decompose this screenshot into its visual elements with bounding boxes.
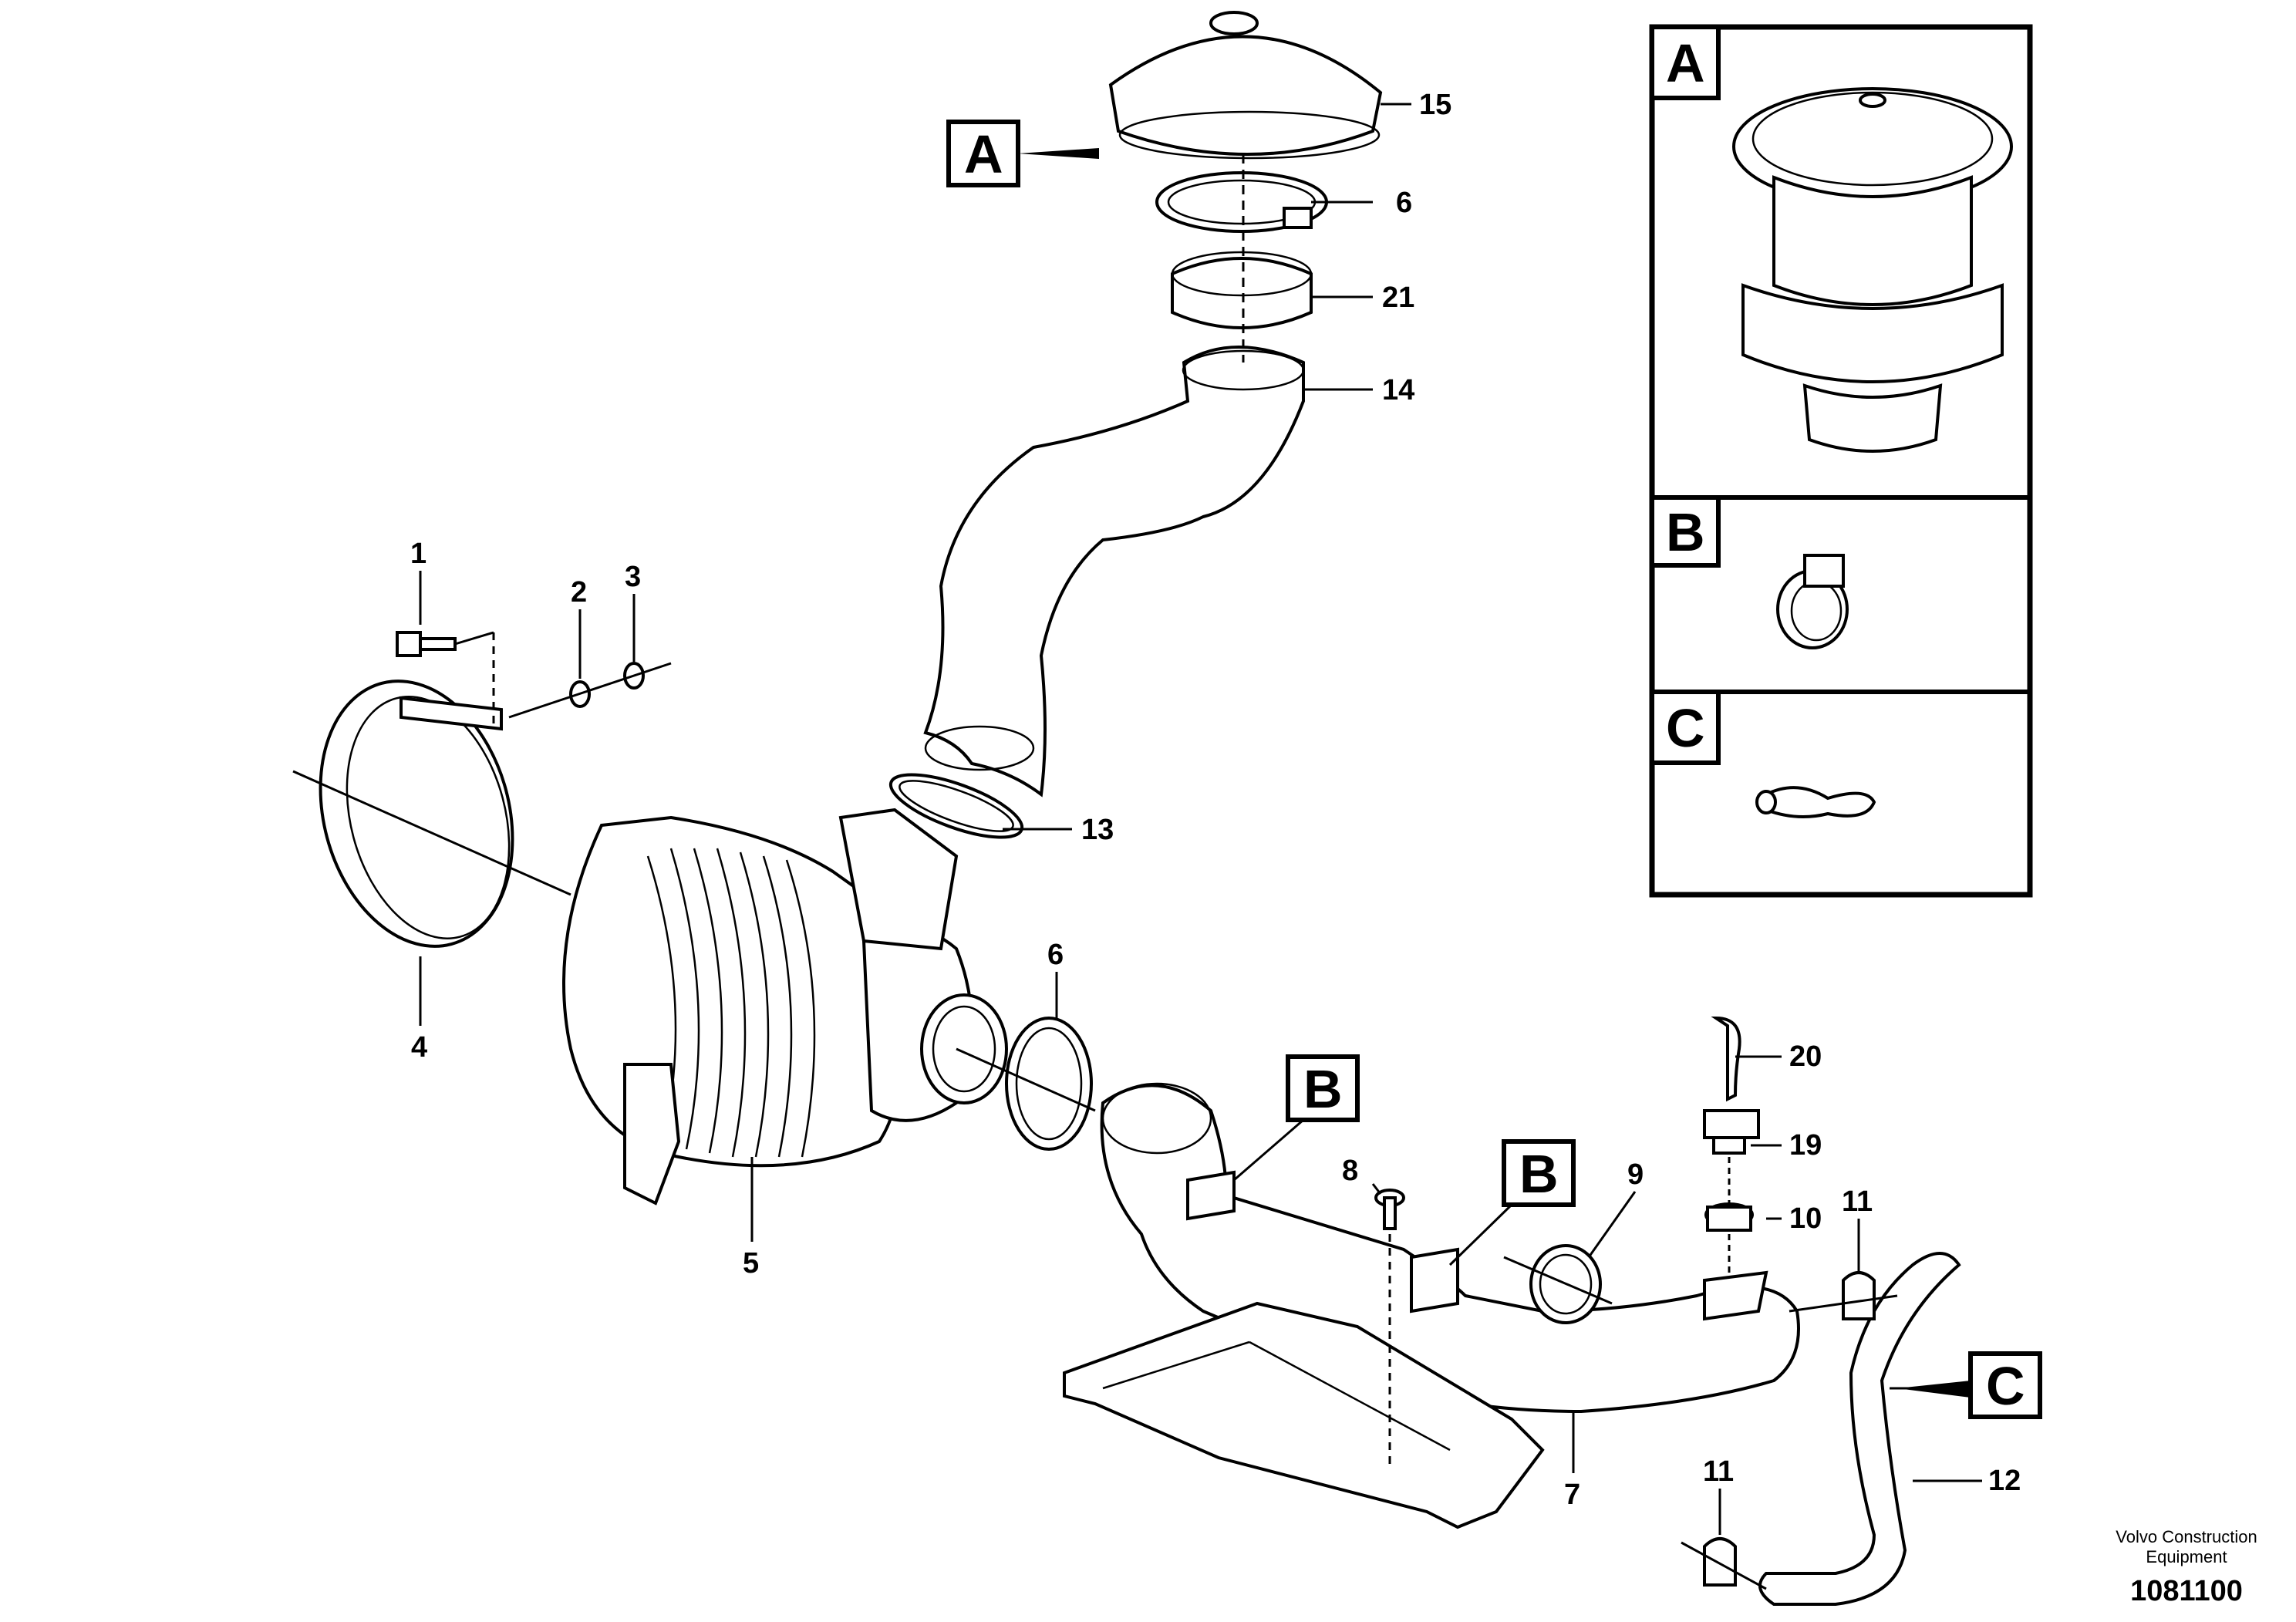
inset-b-label: B (1650, 495, 1721, 568)
bolt-1-part (396, 631, 457, 657)
callout-19: 19 (1789, 1129, 1822, 1162)
callout-2: 2 (571, 576, 587, 609)
callout-20: 20 (1789, 1040, 1822, 1073)
hose-clamp-mid-part (1005, 1017, 1093, 1151)
callout-21: 21 (1382, 282, 1414, 314)
svg-text:B: B (1519, 1144, 1559, 1204)
cable-tie-part (1755, 786, 1876, 818)
callout-7: 7 (1564, 1479, 1580, 1511)
callout-13: 13 (1081, 814, 1114, 846)
callout-3: 3 (625, 561, 641, 593)
callout-4: 4 (411, 1031, 427, 1064)
marker-a: A (946, 120, 1099, 187)
callout-6-mid: 6 (1047, 939, 1064, 971)
callout-11-lower: 11 (1703, 1455, 1734, 1488)
intake-hose-upper-part (923, 346, 1305, 798)
marker-c: C (1897, 1351, 2042, 1419)
precleaner-assembly-part (1732, 87, 2013, 453)
callout-5: 5 (743, 1247, 759, 1280)
svg-text:C: C (1666, 698, 1705, 758)
footer-company-line2: Equipment (2146, 1547, 2227, 1566)
callout-10: 10 (1789, 1202, 1822, 1235)
reducer-ring-part (1171, 251, 1313, 329)
callout-15: 15 (1419, 89, 1451, 121)
svg-text:C: C (1986, 1356, 2025, 1416)
footer-company-line1: Volvo Construction (2116, 1527, 2257, 1546)
callout-14: 14 (1382, 374, 1414, 406)
svg-text:A: A (1666, 33, 1705, 93)
callout-8: 8 (1342, 1155, 1358, 1187)
bolt-8-part (1374, 1189, 1405, 1230)
callout-6-top: 6 (1396, 187, 1412, 219)
svg-text:A: A (964, 124, 1003, 184)
svg-text:B: B (1666, 502, 1705, 562)
precleaner-cap-part (1108, 11, 1383, 160)
mounting-plate-part (1063, 1301, 1545, 1529)
callout-1: 1 (410, 538, 426, 570)
p-clip-upper-part (1842, 1271, 1876, 1320)
inset-a-label: A (1650, 25, 1721, 100)
callout-11-upper: 11 (1842, 1185, 1873, 1218)
marker-b-right: B (1448, 1139, 1576, 1266)
pressure-switch-part (1703, 1016, 1768, 1321)
inset-c-label: C (1650, 690, 1721, 765)
svg-text:B: B (1303, 1059, 1343, 1119)
callout-12: 12 (1988, 1465, 2021, 1497)
p-clip-lower-part (1703, 1537, 1737, 1587)
drawing-number: 1081100 (2130, 1575, 2243, 1607)
hose-clamp-top-part (1155, 171, 1328, 233)
callout-9: 9 (1627, 1158, 1644, 1191)
drain-hose-part (1758, 1252, 1961, 1606)
clamp-16-part (1776, 554, 1849, 649)
marker-b-left: B (1233, 1054, 1360, 1182)
air-filter-housing-part (562, 808, 1008, 1206)
mounting-band-clamp-part (319, 679, 514, 948)
